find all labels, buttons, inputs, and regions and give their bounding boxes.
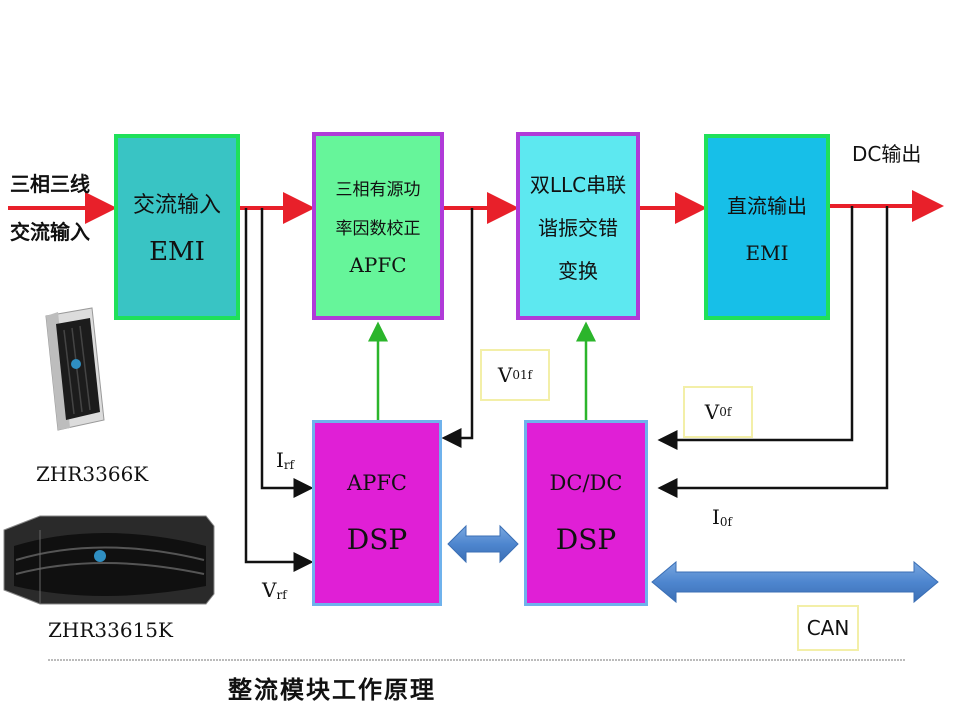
dcdc-dsp-block: DC/DC DSP	[524, 420, 648, 606]
dcdc-dsp-label: DSP	[555, 522, 617, 556]
vrf-sense-line	[244, 208, 314, 572]
irf-sense-line	[260, 208, 314, 498]
vrf-label: Vrf	[262, 578, 287, 602]
irf-label: Irf	[276, 448, 294, 472]
v0f-main: V	[704, 400, 720, 424]
vrf-main: V	[262, 578, 277, 602]
vrf-sub: rf	[276, 587, 287, 602]
output-label: DC输出	[852, 142, 922, 166]
llc-title-line1: 双LLC串联	[529, 172, 627, 197]
irf-main: I	[276, 448, 284, 472]
llc-title-line2: 谐振交错	[538, 215, 618, 240]
i0f-main: I	[712, 505, 720, 529]
ac-input-emi-title: 交流输入	[132, 193, 221, 218]
ac-input-emi-label: EMI	[149, 237, 205, 267]
i0f-sense-line	[657, 206, 889, 498]
v01f-sense-line	[441, 208, 474, 448]
input-label-line2: 交流输入	[10, 220, 90, 244]
ac-input-emi-block: 交流输入 EMI	[114, 134, 240, 320]
llc-title-line3: 变换	[558, 258, 598, 283]
apfc-block: 三相有源功 率因数校正 APFC	[312, 132, 444, 320]
apfc-title-line2: 率因数校正	[335, 219, 421, 239]
i0f-label: I0f	[712, 505, 732, 529]
v0f-sub: 0f	[719, 405, 732, 419]
dc-output-emi-title: 直流输出	[727, 193, 807, 218]
zhr3366k-product-image	[45, 307, 105, 431]
v01f-main: V	[497, 363, 513, 387]
dsp-link-arrow	[447, 524, 519, 564]
v0f-sense-line	[657, 206, 854, 450]
apfc-dsp-block: APFC DSP	[312, 420, 442, 606]
apfc-dsp-title: APFC	[347, 470, 407, 495]
can-label: CAN	[797, 605, 859, 651]
input-label-line1: 三相三线	[10, 172, 90, 196]
zhr33615k-product-image	[3, 515, 215, 605]
apfc-label: APFC	[349, 253, 407, 277]
diagram-caption: 整流模块工作原理	[228, 676, 436, 704]
apfc-dsp-label: DSP	[346, 522, 408, 556]
i0f-sub: 0f	[719, 514, 732, 529]
dc-output-emi-label: EMI	[745, 240, 789, 265]
irf-sub: rf	[283, 457, 295, 472]
v01f-sub: 01f	[512, 368, 533, 382]
apfc-title-line1: 三相有源功	[335, 180, 421, 200]
llc-converter-block: 双LLC串联 谐振交错 变换	[516, 132, 640, 320]
product-model-2: ZHR33615K	[48, 618, 173, 642]
dcdc-dsp-title: DC/DC	[549, 470, 623, 495]
can-bus-arrow	[651, 560, 939, 604]
dc-output-emi-block: 直流输出 EMI	[704, 134, 830, 320]
product-model-1: ZHR3366K	[36, 462, 149, 486]
